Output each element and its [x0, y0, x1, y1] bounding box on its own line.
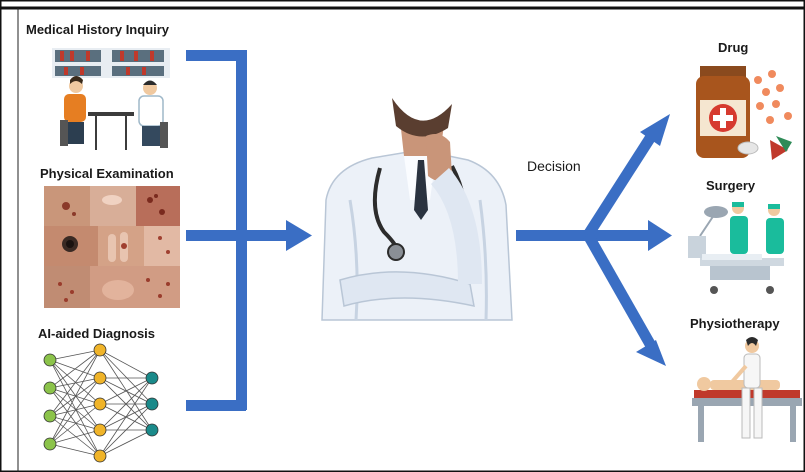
nn-edge [49, 415, 101, 457]
nn-edge [49, 403, 101, 445]
nn-edge [49, 349, 101, 417]
massage-therapy-illustration [692, 337, 802, 442]
nn-node [93, 343, 107, 357]
output-label-surgery: Surgery [706, 178, 756, 193]
nn-edge [49, 387, 101, 405]
medicine-bottle-and-pills-icon [696, 66, 792, 160]
nn-edge [99, 377, 153, 457]
nn-node [145, 397, 159, 411]
nn-node [145, 423, 159, 437]
nn-edge [99, 349, 153, 379]
nn-node [43, 437, 57, 451]
nn-edge [49, 359, 101, 457]
nn-edge [49, 443, 101, 457]
thinking-doctor-photo [321, 98, 513, 321]
nn-edge [49, 387, 101, 457]
decision-label: Decision [527, 158, 581, 174]
nn-edge [49, 415, 101, 431]
nn-node [93, 423, 107, 437]
skin-lesion-photo-grid [44, 186, 180, 308]
nn-edge [49, 349, 101, 361]
nn-edge [49, 377, 101, 445]
nn-edge [99, 349, 153, 405]
nn-node [43, 353, 57, 367]
input-bracket [186, 50, 247, 411]
input-arrow [246, 220, 312, 251]
nn-node [145, 371, 159, 385]
nn-edge [99, 349, 153, 431]
nn-edge [99, 403, 153, 457]
neural-network-icon [43, 343, 159, 463]
output-label-drug: Drug [718, 40, 749, 55]
nn-node [43, 409, 57, 423]
input-label-physical-examination: Physical Examination [40, 166, 174, 181]
nn-edge [99, 377, 153, 431]
nn-edge [99, 377, 153, 405]
surgeons-operating-illustration [688, 202, 784, 294]
nn-node [93, 449, 107, 463]
nn-edge [49, 359, 101, 431]
nn-edge [49, 359, 101, 405]
nn-node [93, 371, 107, 385]
decision-arrows [516, 114, 672, 366]
nn-edge [49, 429, 101, 445]
nn-edge [49, 403, 101, 417]
input-label-ai-aided-diagnosis: AI-aided Diagnosis [38, 326, 156, 341]
output-label-physiotherapy: Physiotherapy [690, 316, 780, 331]
nn-node [43, 381, 57, 395]
nn-edge [99, 429, 153, 457]
doctor-patient-consultation-illustration [52, 48, 170, 150]
nn-node [93, 397, 107, 411]
nn-edge [49, 349, 101, 389]
nn-edge [49, 349, 101, 445]
input-label-medical-history: Medical History Inquiry [26, 22, 170, 37]
nn-edge [49, 387, 101, 431]
